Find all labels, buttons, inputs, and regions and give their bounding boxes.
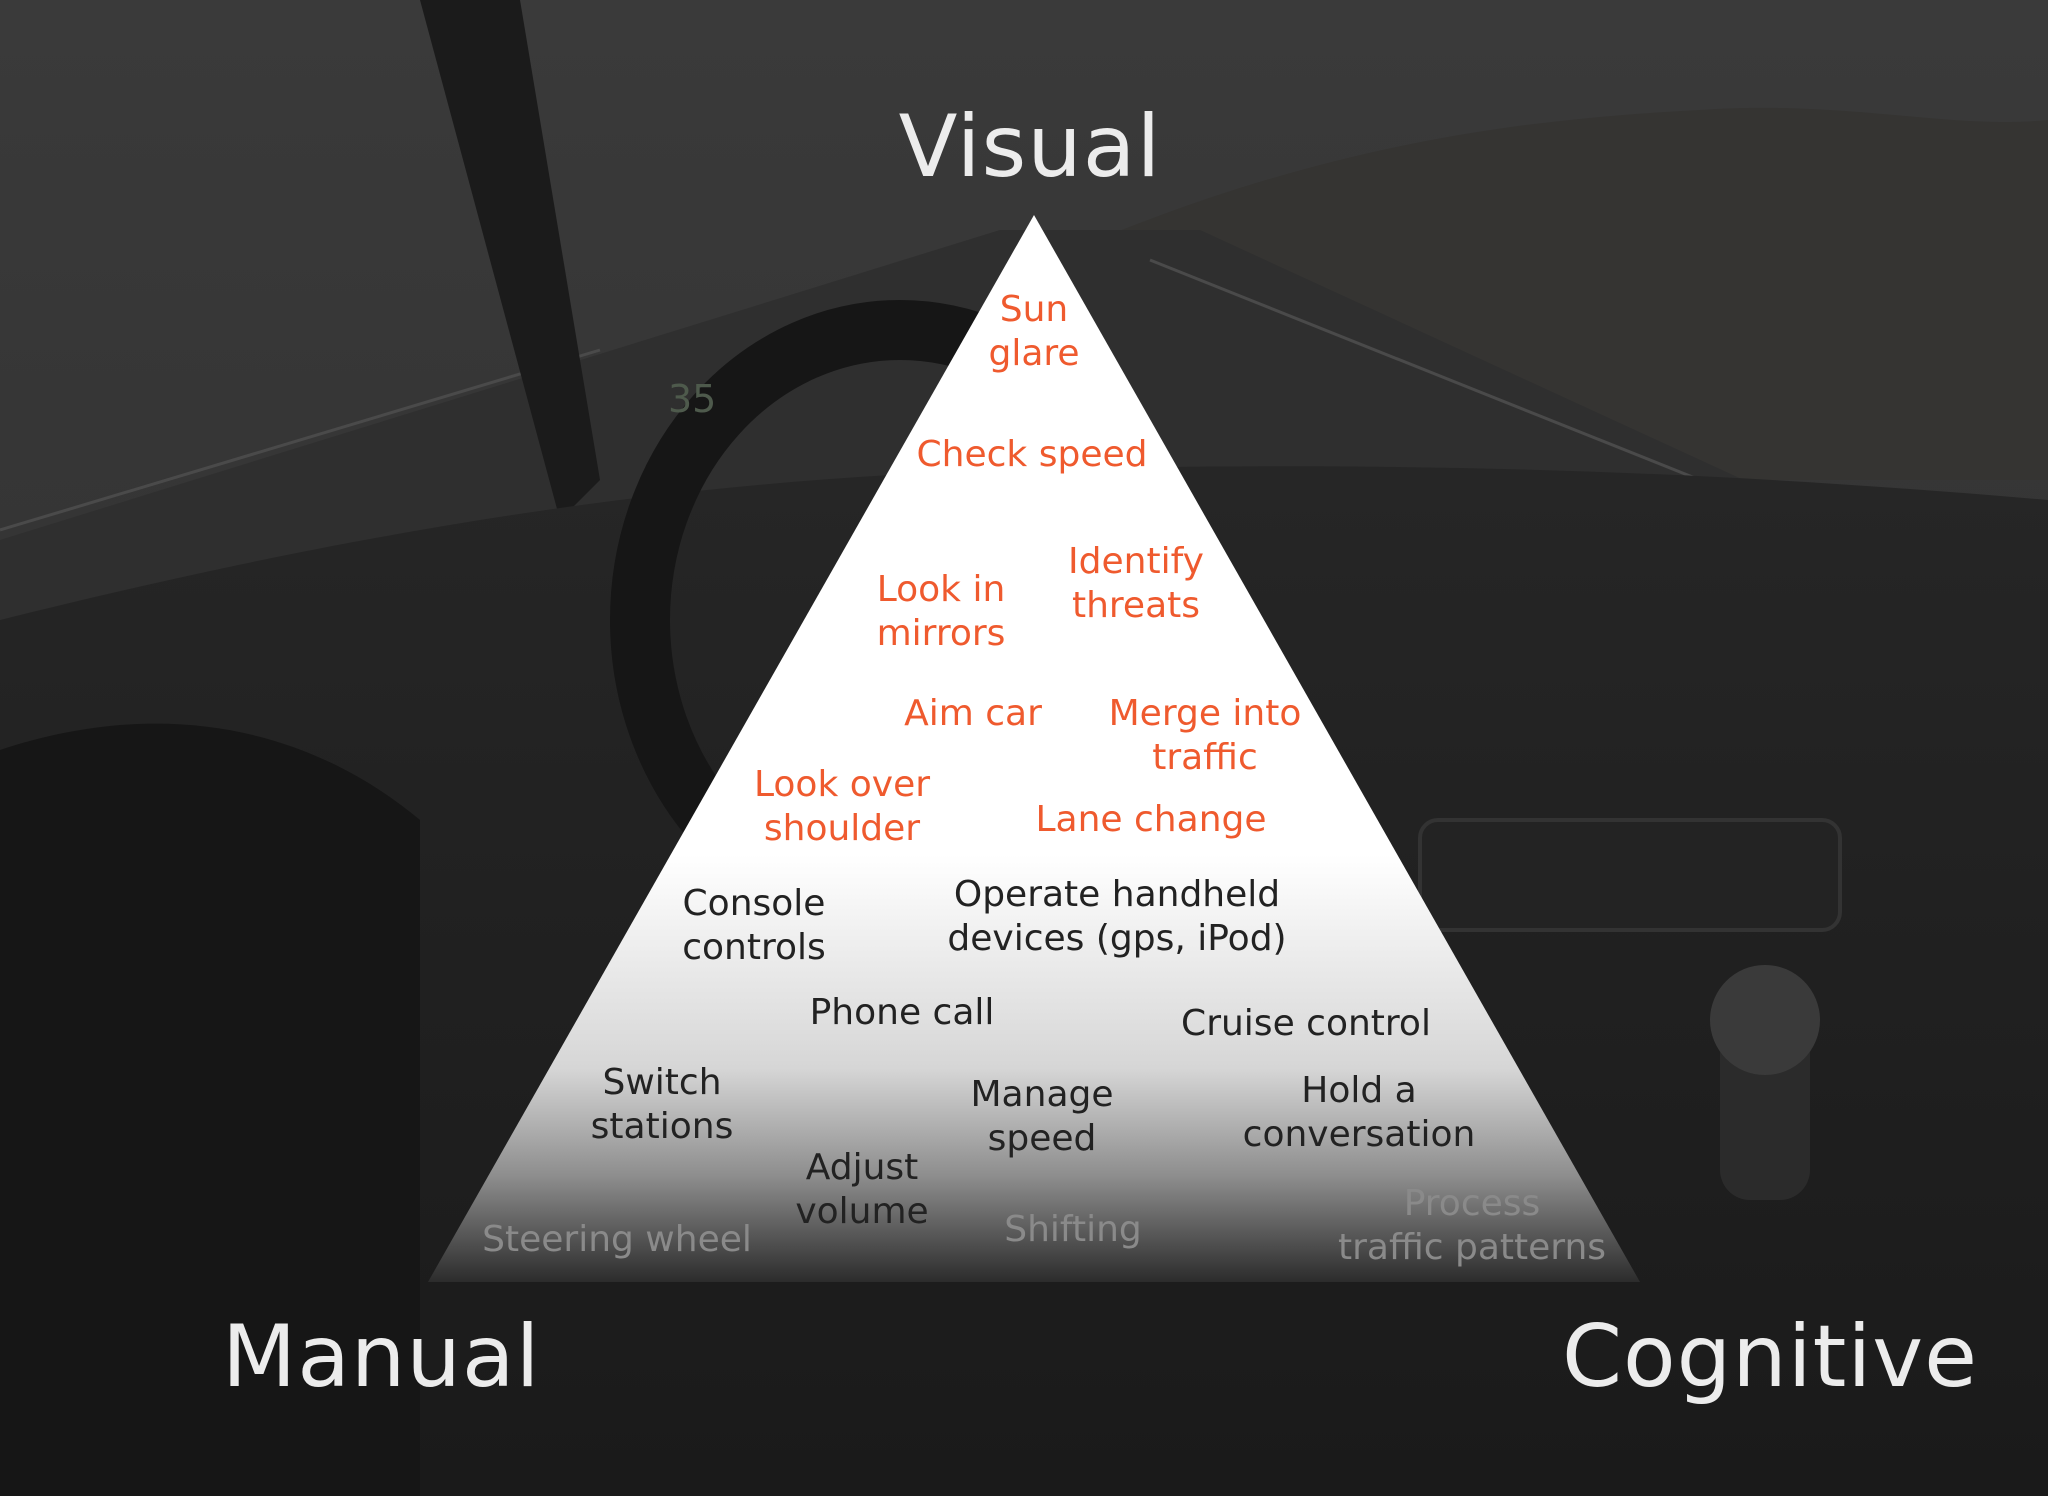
task-console-controls: Console controls — [682, 883, 826, 968]
manual-corner-label: Manual — [222, 1307, 541, 1407]
task-merge-into-traffic: Merge into traffic — [1108, 693, 1302, 778]
task-cruise-control: Cruise control — [1181, 1003, 1431, 1044]
task-steering-wheel: Steering wheel — [482, 1219, 752, 1260]
speedometer-readout: 35 — [668, 377, 716, 421]
task-aim-car: Aim car — [904, 693, 1042, 734]
task-manage-speed: Manage speed — [970, 1074, 1114, 1159]
task-adjust-volume: Adjust volume — [795, 1147, 929, 1232]
task-sun-glare: Sun glare — [988, 289, 1080, 374]
visual-corner-label: Visual — [898, 97, 1162, 197]
task-operate-handheld-devices: Operate handheld devices (gps, iPod) — [947, 874, 1287, 959]
task-identify-threats: Identify threats — [1068, 541, 1204, 626]
task-look-in-mirrors: Look in mirrors — [876, 569, 1006, 654]
cognitive-corner-label: Cognitive — [1562, 1307, 1979, 1407]
task-lane-change: Lane change — [1035, 799, 1267, 840]
task-process-traffic-patterns: Process traffic patterns — [1337, 1183, 1607, 1268]
task-check-speed: Check speed — [916, 434, 1148, 475]
task-hold-a-conversation: Hold a conversation — [1242, 1070, 1476, 1155]
task-look-over-shoulder: Look over shoulder — [753, 764, 931, 849]
pyramid-triangle — [428, 215, 1640, 1282]
task-phone-call: Phone call — [809, 992, 995, 1033]
task-switch-stations: Switch stations — [590, 1062, 734, 1147]
task-shifting: Shifting — [1004, 1209, 1142, 1250]
